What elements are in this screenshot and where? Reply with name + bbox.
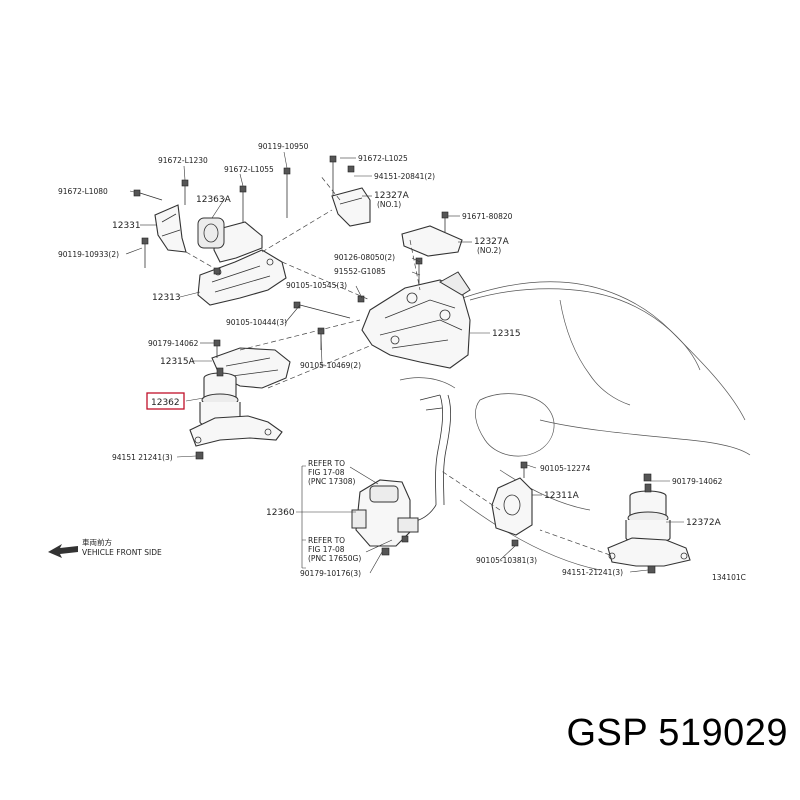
label-12327a-no2: 12327A: [474, 237, 510, 247]
highlight-box-12362: [146, 392, 185, 410]
label-refer1-a: REFER TO: [308, 459, 345, 468]
leader-lines: [125, 151, 684, 574]
label-refer2-b: FIG 17-08: [308, 545, 345, 554]
label-no1: (NO.1): [377, 200, 401, 209]
label-94151-20841: 94151-20841(2): [374, 172, 435, 181]
bracket-arm-12363a: [197, 217, 263, 263]
bolts-center: [293, 155, 449, 350]
label-90119-10933: 90119-10933(2): [58, 250, 119, 259]
label-refer1-c: (PNC 17308): [308, 477, 356, 486]
label-refer2-c: (PNC 17650G): [308, 554, 361, 563]
label-91552-g1085: 91552-G1085: [334, 267, 386, 276]
bracket-12313: [197, 249, 287, 306]
label-90179-10176: 90179-10176(3): [300, 569, 361, 578]
label-90179-14062-a: 90179-14062: [148, 339, 199, 348]
label-12315a: 12315A: [160, 357, 196, 367]
label-91672-l1230: 91672-L1230: [158, 156, 208, 165]
bracket-12311a: [491, 461, 533, 547]
callout-labels: 90119-10950 91672-L1230 91672-L1025 9167…: [58, 142, 746, 582]
label-91671-80820: 91671-80820: [462, 212, 513, 221]
label-90105-12274: 90105-12274: [540, 464, 591, 473]
bracket-12327a-no1: [331, 187, 371, 227]
drawing-number: 134101C: [712, 573, 746, 582]
front-arrow-icon: [48, 544, 78, 558]
engine-mount-12372a: [607, 473, 691, 574]
label-94151-21241-left: 94151 21241(3): [112, 453, 173, 462]
label-94151-21241-right: 94151-21241(3): [562, 568, 623, 577]
vehicle-front-indicator: 車両前方 VEHICLE FRONT SIDE: [48, 537, 162, 558]
engine-mount-12362: [189, 367, 283, 447]
label-front-jp: 車両前方: [82, 537, 112, 547]
label-refer1-b: FIG 17-08: [308, 468, 345, 477]
vacuum-hose: [411, 394, 452, 523]
bolt-94151-21241-left: [195, 451, 204, 460]
label-91672-l1025: 91672-L1025: [358, 154, 408, 163]
label-90105-10469: 90105-10469(2): [300, 361, 361, 370]
label-12313: 12313: [152, 293, 181, 303]
label-91672-l1080: 91672-L1080: [58, 187, 108, 196]
label-90179-14062-b: 90179-14062: [672, 477, 723, 486]
label-12311a: 12311A: [544, 491, 580, 501]
label-12315: 12315: [492, 329, 521, 339]
label-12327a-no1: 12327A: [374, 191, 410, 201]
label-12360: 12360: [266, 508, 295, 518]
label-90105-10381: 90105-10381(3): [476, 556, 537, 565]
actuator-12360: [351, 479, 419, 556]
assembly-lines: [185, 174, 611, 556]
brand-part-number-text: 519029: [658, 712, 788, 754]
bolts-top-left: [133, 167, 291, 275]
label-refer2-a: REFER TO: [308, 536, 345, 545]
bracket-12331: [154, 204, 187, 253]
label-12363a: 12363A: [196, 195, 232, 205]
label-91672-l1055: 91672-L1055: [224, 165, 274, 174]
label-12362: 12362: [151, 398, 180, 408]
label-12331: 12331: [112, 221, 141, 231]
label-90105-10545: 90105-10545(3): [286, 281, 347, 290]
label-90126-08050: 90126-08050(2): [334, 253, 395, 262]
label-front-en: VEHICLE FRONT SIDE: [82, 548, 162, 557]
label-no2: (NO.2): [477, 246, 501, 255]
label-12372a: 12372A: [686, 518, 722, 528]
bracket-12327a-no2: [401, 225, 463, 257]
brand-maker: GSP: [566, 712, 649, 754]
label-90105-10444: 90105-10444(3): [226, 318, 287, 327]
label-90119-10950: 90119-10950: [258, 142, 309, 151]
bracket-12315: [361, 271, 471, 369]
engine-outline: [399, 281, 751, 571]
